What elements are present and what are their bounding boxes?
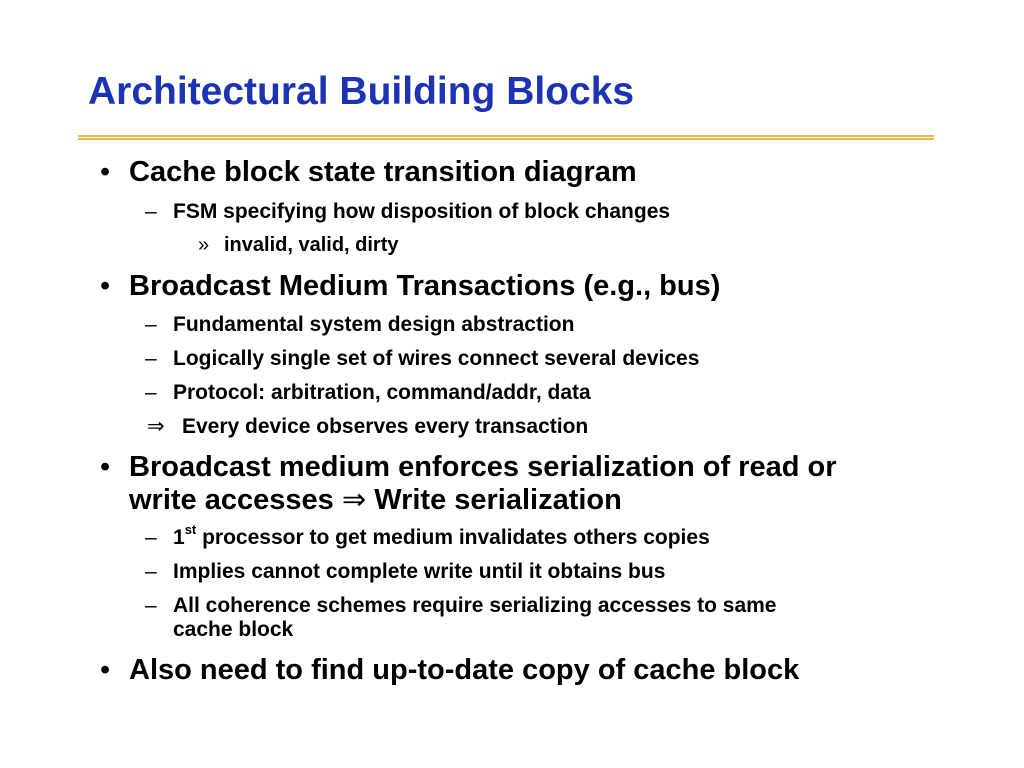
- dash-marker: –: [145, 347, 157, 370]
- bullet-continuation: write accesses ⇒ Write serialization: [129, 483, 622, 516]
- dash-marker: –: [145, 560, 157, 583]
- bullet-text: write accesses: [129, 484, 334, 516]
- bullet-text: Cache block state transition diagram: [129, 156, 637, 188]
- sub-bullet-item: – Protocol: arbitration, command/addr, d…: [145, 380, 591, 405]
- sub-bullet-text: Implies cannot complete write until it o…: [173, 560, 666, 583]
- bullet-marker: •: [100, 451, 111, 483]
- sub-bullet-text: cache block: [173, 618, 294, 641]
- dash-marker: –: [145, 381, 157, 404]
- sub-bullet-text: All coherence schemes require serializin…: [173, 594, 777, 617]
- bullet-item: • Broadcast Medium Transactions (e.g., b…: [100, 270, 721, 302]
- sub-bullet-text: Every device observes every transaction: [182, 415, 589, 438]
- bullet-marker: •: [100, 270, 111, 302]
- sub-bullet-continuation: cache block: [173, 617, 293, 642]
- bullet-item: • Broadcast medium enforces serializatio…: [100, 451, 837, 483]
- bullet-marker: •: [100, 156, 111, 188]
- title-divider: [78, 135, 934, 140]
- sub-sub-bullet-text: invalid, valid, dirty: [224, 234, 399, 256]
- dash-marker: –: [145, 594, 157, 617]
- dash-marker: –: [145, 200, 157, 223]
- ordinal-number: 1: [173, 526, 185, 549]
- bullet-text: Write serialization: [374, 484, 622, 516]
- bullet-text: Broadcast medium enforces serialization …: [129, 451, 837, 483]
- sub-bullet-item: ⇒ Every device observes every transactio…: [147, 414, 589, 439]
- chevron-marker: »: [198, 234, 210, 256]
- implies-arrow-icon: ⇒: [341, 482, 367, 516]
- sub-bullet-text: FSM specifying how disposition of block …: [173, 200, 671, 223]
- sub-bullet-text: Fundamental system design abstraction: [173, 313, 575, 336]
- dash-marker: –: [145, 313, 157, 336]
- sub-bullet-item: – Logically single set of wires connect …: [145, 346, 700, 371]
- sub-bullet-text: Protocol: arbitration, command/addr, dat…: [173, 381, 591, 404]
- sub-bullet-item: – Implies cannot complete write until it…: [145, 559, 666, 584]
- implies-arrow-icon: ⇒: [147, 414, 165, 438]
- sub-bullet-text: Logically single set of wires connect se…: [173, 347, 700, 370]
- dash-marker: –: [145, 526, 157, 549]
- bullet-item: • Cache block state transition diagram: [100, 156, 637, 188]
- sub-bullet-item: – All coherence schemes require serializ…: [145, 593, 777, 618]
- bullet-text: Also need to find up-to-date copy of cac…: [129, 654, 800, 686]
- sub-bullet-item: – FSM specifying how disposition of bloc…: [145, 199, 671, 224]
- sub-bullet-item: – Fundamental system design abstraction: [145, 312, 575, 337]
- slide-title: Architectural Building Blocks: [88, 70, 635, 113]
- sub-sub-bullet-item: » invalid, valid, dirty: [198, 233, 399, 257]
- ordinal-suffix: st: [184, 522, 197, 538]
- sub-bullet-text: processor to get medium invalidates othe…: [202, 526, 710, 549]
- bullet-item: • Also need to find up-to-date copy of c…: [100, 654, 800, 686]
- sub-bullet-item: – 1st processor to get medium invalidate…: [145, 522, 710, 550]
- bullet-text: Broadcast Medium Transactions (e.g., bus…: [129, 270, 721, 302]
- bullet-marker: •: [100, 654, 111, 686]
